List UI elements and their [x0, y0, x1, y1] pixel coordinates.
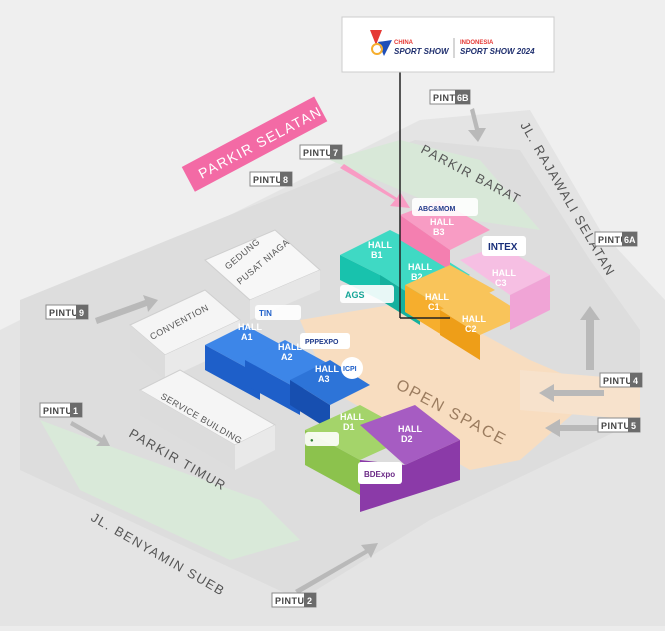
svg-text:1: 1: [73, 406, 78, 416]
svg-text:PINTU: PINTU: [598, 235, 628, 245]
svg-text:BDExpo: BDExpo: [364, 470, 395, 479]
hall-a1-label-1: HALL: [238, 322, 262, 332]
svg-text:5: 5: [631, 421, 636, 431]
gate-6b[interactable]: PINTU 6B: [429, 89, 471, 105]
hall-b2-label-1: HALL: [408, 262, 432, 272]
green-logo: ●: [305, 432, 339, 446]
svg-text:PPPEXPO: PPPEXPO: [305, 339, 339, 346]
svg-text:PINTU: PINTU: [253, 175, 283, 185]
hall-a3-label-1: HALL: [315, 364, 339, 374]
hall-b2-label-2: B2: [411, 272, 423, 282]
hall-b3-label-1: HALL: [430, 217, 454, 227]
parkir-timur-area: [40, 420, 300, 560]
hall-c2-label-1: HALL: [462, 314, 486, 324]
svg-text:PINTU: PINTU: [433, 93, 463, 103]
svg-text:6A: 6A: [624, 235, 636, 245]
abcmom-logo: ABC&MOM: [412, 198, 478, 216]
gate-5[interactable]: PINTU 5: [597, 417, 641, 433]
hall-a1-label-2: A1: [241, 332, 253, 342]
open-space-area: [300, 300, 600, 470]
gate-7[interactable]: PINTU 7: [299, 144, 343, 160]
hall-c2-label-2: C2: [465, 324, 477, 334]
svg-text:INTEX: INTEX: [488, 242, 518, 253]
svg-text:PINTU: PINTU: [601, 421, 631, 431]
hall-d2-label-1: HALL: [398, 424, 422, 434]
svg-text:8: 8: [283, 175, 288, 185]
hall-a3-label-2: A3: [318, 374, 330, 384]
sport-show-logo-icon: [370, 30, 392, 56]
tin-logo: TIN: [255, 305, 301, 320]
hall-b1-label-1: HALL: [368, 240, 392, 250]
hall-c1-label-2: C1: [428, 302, 440, 312]
svg-text:ABC&MOM: ABC&MOM: [418, 206, 455, 213]
gate-1[interactable]: PINTU 1: [39, 402, 83, 418]
svg-text:PINTU: PINTU: [49, 308, 79, 318]
bdexpo-logo: BDExpo: [358, 462, 402, 484]
hall-c1-label-1: HALL: [425, 292, 449, 302]
hall-d1-label-2: D1: [343, 422, 355, 432]
ags-logo: AGS: [340, 285, 394, 303]
brand-line-4: SPORT SHOW 2024: [460, 47, 535, 56]
hall-c3-label-1: HALL: [492, 268, 516, 278]
brand-line-3: INDONESIA: [460, 40, 494, 46]
svg-text:6B: 6B: [457, 93, 469, 103]
hall-a2-label-1: HALL: [278, 342, 302, 352]
hall-d2-label-2: D2: [401, 434, 413, 444]
hall-d-block[interactable]: [305, 405, 460, 512]
svg-text:4: 4: [633, 376, 638, 386]
event-logo-card: CHINA SPORT SHOW INDONESIA SPORT SHOW 20…: [341, 16, 555, 73]
hall-a-block[interactable]: [205, 325, 370, 430]
brand-line-2: SPORT SHOW: [394, 47, 450, 56]
icpi-logo: ICPI: [341, 357, 363, 379]
svg-text:PINTU: PINTU: [275, 596, 305, 606]
ppp-expo-logo: PPPEXPO: [300, 333, 350, 349]
gate-9[interactable]: PINTU 9: [45, 304, 89, 320]
svg-text:PINTU: PINTU: [603, 376, 633, 386]
svg-text:PINTU: PINTU: [43, 406, 73, 416]
hall-b3-label-2: B3: [433, 227, 445, 237]
svg-text:2: 2: [307, 596, 312, 606]
entry-arrows: [70, 108, 605, 594]
parkir-barat-area: [330, 140, 540, 230]
svg-text:TIN: TIN: [259, 309, 272, 318]
svg-text:●: ●: [310, 438, 314, 444]
svg-text:AGS: AGS: [345, 290, 365, 300]
brand-line-1: CHINA: [394, 40, 414, 46]
svg-text:ICPI: ICPI: [343, 366, 357, 373]
hall-c-block[interactable]: [405, 245, 550, 360]
svg-text:7: 7: [333, 148, 338, 158]
gate-6a[interactable]: PINTU 6A: [594, 231, 638, 247]
svg-text:9: 9: [79, 308, 84, 318]
gate-4[interactable]: PINTU 4: [599, 372, 643, 388]
hall-b1-label-2: B1: [371, 250, 383, 260]
intex-logo: INTEX: [482, 236, 526, 256]
hall-a2-label-2: A2: [281, 352, 293, 362]
gate-8[interactable]: PINTU 8: [249, 171, 293, 187]
svg-text:PINTU: PINTU: [303, 148, 333, 158]
hall-c3-label-2: C3: [495, 278, 507, 288]
gate-2[interactable]: PINTU 2: [271, 592, 317, 608]
hall-d1-label-1: HALL: [340, 412, 364, 422]
